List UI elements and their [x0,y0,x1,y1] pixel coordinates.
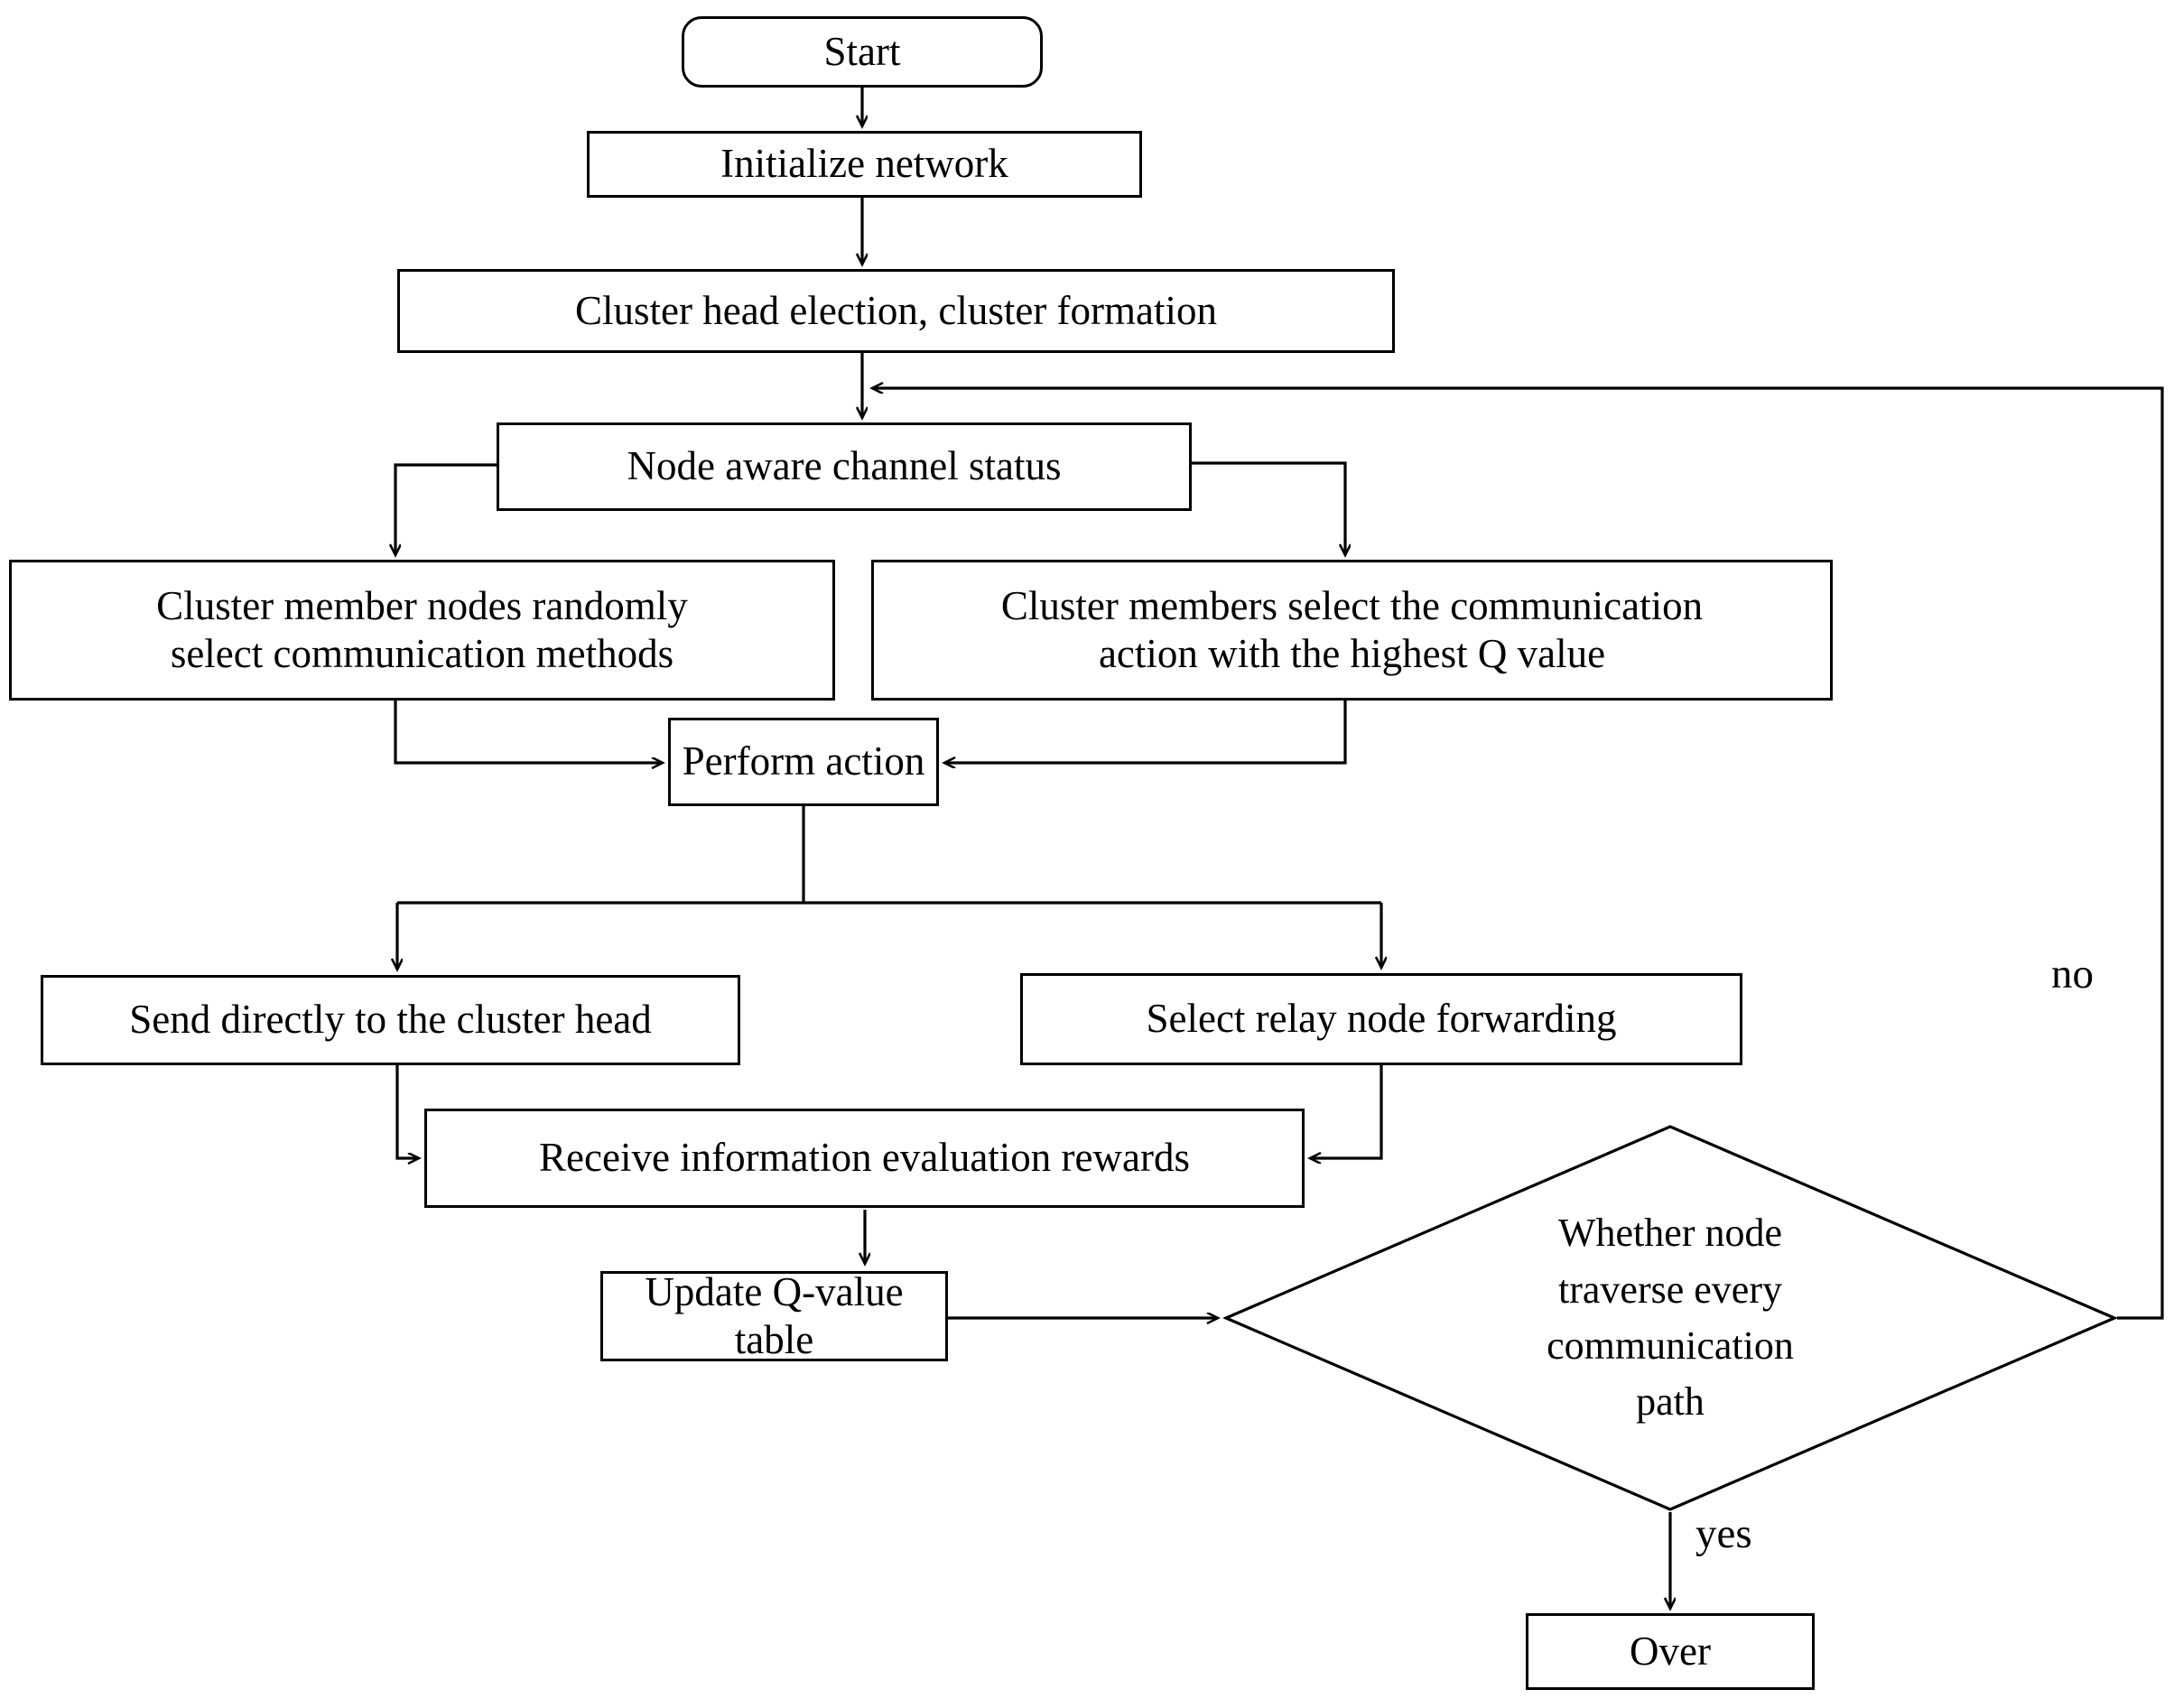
node-receive-information-rewards-label: Receive information evaluation rewards [539,1135,1190,1181]
node-node-aware-channel-status-label: Node aware channel status [627,443,1062,489]
node-random-select-communication-label: Cluster member nodes randomly select com… [156,582,688,676]
node-highest-q-select[interactable]: Cluster members select the communication… [871,560,1833,701]
edge-send-direct-to-rewards [395,1065,419,1158]
edge-random-select-to-perform [394,700,663,763]
node-start[interactable]: Start [682,16,1043,88]
node-start-label: Start [823,28,901,74]
node-perform-action-label: Perform action [682,738,925,784]
decision-diamond-shape [1223,1125,2117,1511]
node-highest-q-select-label: Cluster members select the communication… [1000,582,1704,676]
node-cluster-head-election[interactable]: Cluster head election, cluster formation [397,269,1395,353]
node-select-relay-forwarding[interactable]: Select relay node forwarding [1020,973,1742,1065]
edge-label-yes: yes [1695,1510,1752,1557]
edge-select-relay-to-rewards [1310,1065,1383,1158]
edge-label-no: no [2051,951,2094,998]
edge-node-aware-to-highest-q [1192,461,1345,555]
edge-no-feedback-loop [872,388,2164,1320]
node-node-aware-channel-status[interactable]: Node aware channel status [497,422,1192,511]
node-decision-traverse-path[interactable]: Whether node traverse every communicatio… [1223,1124,2117,1512]
node-decision-traverse-path-label: Whether node traverse every communicatio… [1547,1211,1794,1425]
node-initialize-network[interactable]: Initialize network [587,131,1142,198]
node-cluster-head-election-label: Cluster head election, cluster formation [574,287,1217,333]
node-send-direct-cluster-head[interactable]: Send directly to the cluster head [41,975,740,1065]
edge-highest-q-to-perform [944,700,1347,763]
node-perform-action[interactable]: Perform action [668,718,939,806]
node-send-direct-cluster-head-label: Send directly to the cluster head [129,997,652,1043]
node-over[interactable]: Over [1526,1613,1815,1690]
node-over-label: Over [1630,1628,1711,1674]
edge-node-aware-to-random-select [395,463,497,555]
node-update-q-value-table[interactable]: Update Q-value table [600,1268,948,1362]
node-receive-information-rewards[interactable]: Receive information evaluation rewards [424,1109,1305,1208]
node-random-select-communication[interactable]: Cluster member nodes randomly select com… [9,560,835,701]
node-update-q-value-table-label: Update Q-value table [645,1268,904,1362]
node-select-relay-forwarding-label: Select relay node forwarding [1146,996,1617,1042]
node-initialize-network-label: Initialize network [720,141,1008,187]
